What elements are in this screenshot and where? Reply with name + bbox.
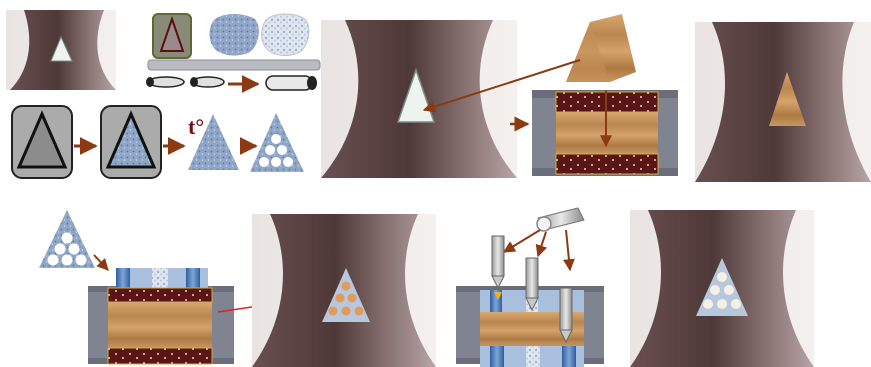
wood-block [566, 14, 636, 82]
photo-skin-small [6, 10, 116, 90]
triangle-mold [12, 106, 72, 178]
arrow-5 [94, 255, 108, 270]
powder-grains [210, 14, 309, 55]
perforated-triangle [250, 113, 304, 172]
rolled-sheet [146, 60, 320, 90]
press-drilling [456, 236, 604, 367]
filled-mold [101, 106, 161, 178]
skin-final [630, 210, 814, 367]
mold-small [153, 14, 191, 58]
press-assembly [532, 90, 678, 176]
perforated-triangle-small [39, 210, 95, 268]
press-assembly-blue [88, 268, 234, 364]
drill-tool [504, 208, 584, 270]
skin-with-pegs [252, 214, 436, 367]
skin-with-wood-graft [695, 22, 871, 182]
skin-with-defect [321, 20, 517, 178]
heating-label: t° [188, 114, 204, 139]
